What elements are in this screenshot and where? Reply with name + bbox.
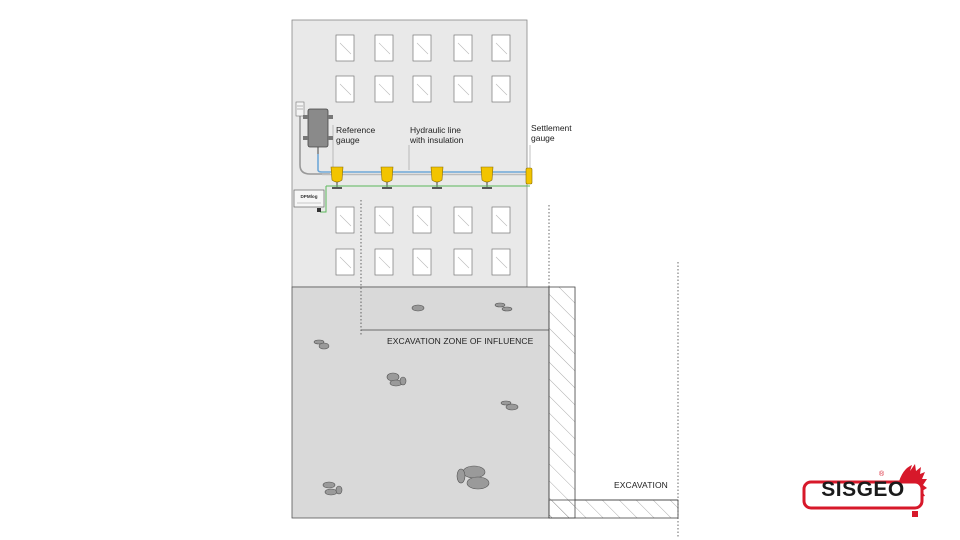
settlement-gauge-2 xyxy=(380,166,394,183)
retaining-wall xyxy=(548,286,576,519)
sisgeo-logo: SISGEO ® xyxy=(800,455,935,525)
zone-guide-lines xyxy=(360,200,679,538)
window-glare xyxy=(416,83,429,96)
window-glare xyxy=(339,83,352,96)
window-glare xyxy=(457,256,470,269)
logo-registered-mark: ® xyxy=(879,471,885,478)
window-glare xyxy=(495,214,508,227)
datalogger-brand: DPMlog xyxy=(300,194,317,199)
label-reference-gauge: Reference gauge xyxy=(336,125,376,145)
reference-reservoir xyxy=(307,108,329,148)
gauge-bracket xyxy=(382,187,392,189)
window-glare xyxy=(495,83,508,96)
window-glare xyxy=(378,214,391,227)
settlement-gauge-1 xyxy=(330,166,344,183)
logo-badge xyxy=(802,480,924,510)
soil-stones xyxy=(313,302,519,496)
window-glare xyxy=(416,214,429,227)
window-glare xyxy=(416,256,429,269)
window-glare xyxy=(339,256,352,269)
window-glare xyxy=(457,83,470,96)
label-zone-of-influence: EXCAVATION ZONE OF INFLUENCE xyxy=(387,336,534,346)
gauge-bracket xyxy=(482,187,492,189)
window-glare xyxy=(495,256,508,269)
window-glare xyxy=(457,214,470,227)
settlement-gauge-end xyxy=(525,167,533,185)
settlement-gauges xyxy=(330,166,494,189)
gauge-bracket xyxy=(332,187,342,189)
window-glare xyxy=(339,214,352,227)
window-glare xyxy=(457,42,470,55)
window-glare xyxy=(416,42,429,55)
window-glare xyxy=(495,42,508,55)
settlement-gauge-4 xyxy=(480,166,494,183)
gauge-bracket xyxy=(432,187,442,189)
label-settlement-gauge: Settlement gauge xyxy=(531,123,572,143)
settlement-gauge-3 xyxy=(430,166,444,183)
label-excavation: EXCAVATION xyxy=(614,480,668,490)
signal-cable-gray xyxy=(299,115,330,175)
building-windows xyxy=(335,34,511,276)
window-glare xyxy=(378,83,391,96)
building xyxy=(291,19,528,288)
window-glare xyxy=(378,42,391,55)
logo-wordmark: SISGEO xyxy=(821,478,905,501)
window-glare xyxy=(339,42,352,55)
window-glare xyxy=(378,256,391,269)
signal-cable-green xyxy=(320,185,530,213)
hydraulic-line xyxy=(317,154,530,173)
label-hydraulic-line: Hydraulic line with insulation xyxy=(410,125,464,145)
excavation-base-slab xyxy=(548,499,679,519)
label-leaders xyxy=(332,125,531,170)
